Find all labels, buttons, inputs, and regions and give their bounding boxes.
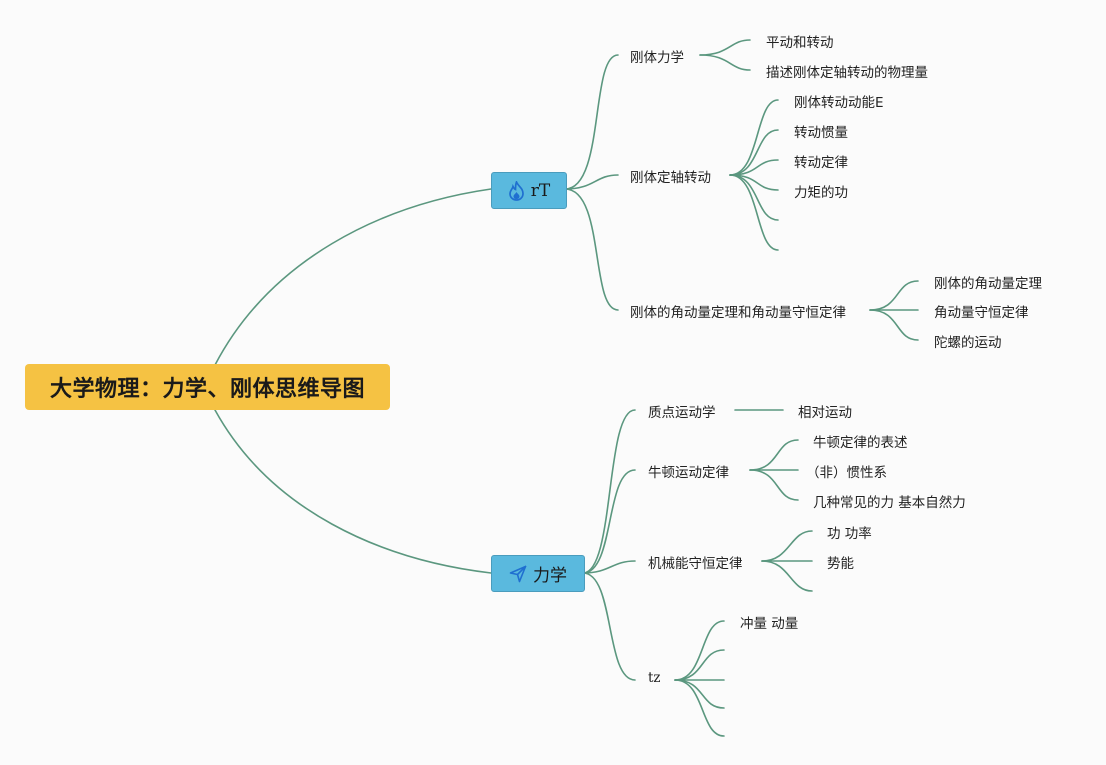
fire-icon bbox=[508, 180, 525, 201]
leaf-node[interactable]: 刚体转动动能E bbox=[794, 95, 884, 111]
leaf-node[interactable]: 转动定律 bbox=[794, 155, 848, 171]
topic-fixed-axis-rotation[interactable]: 刚体定轴转动 bbox=[630, 170, 711, 186]
leaf-node[interactable]: 牛顿定律的表述 bbox=[813, 435, 908, 451]
root-node[interactable]: 大学物理：力学、刚体思维导图 bbox=[25, 364, 390, 410]
leaf-node[interactable]: 刚体的角动量定理 bbox=[934, 276, 1042, 292]
branch-label-rt: rT bbox=[530, 180, 551, 201]
connector-root-rt bbox=[214, 188, 492, 366]
leaf-node[interactable]: 功 功率 bbox=[827, 526, 872, 542]
leaf-node[interactable]: 相对运动 bbox=[798, 405, 852, 421]
connector-lx-1 bbox=[582, 409, 636, 574]
connector-lx-3 bbox=[582, 560, 636, 574]
topic-energy-conservation[interactable]: 机械能守恒定律 bbox=[648, 556, 743, 572]
leaf-node[interactable]: 转动惯量 bbox=[794, 125, 848, 141]
leaf-node[interactable]: 角动量守恒定律 bbox=[934, 305, 1029, 321]
leaf-node[interactable]: 势能 bbox=[827, 556, 854, 572]
branch-node-lixue[interactable]: 力学 bbox=[491, 555, 585, 592]
root-title: 大学物理：力学、刚体思维导图 bbox=[49, 377, 365, 402]
connector-rt-3 bbox=[564, 188, 619, 311]
topic-newton-laws[interactable]: 牛顿运动定律 bbox=[648, 465, 729, 481]
leaf-node[interactable]: （非）惯性系 bbox=[806, 465, 887, 481]
leaf-node[interactable]: 几种常见的力 基本自然力 bbox=[813, 495, 966, 511]
branch-label-lixue: 力学 bbox=[533, 566, 567, 586]
leaf-node[interactable]: 冲量 动量 bbox=[740, 616, 799, 632]
topic-rigid-body-mechanics[interactable]: 刚体力学 bbox=[630, 50, 684, 66]
connector-rt-2 bbox=[564, 174, 619, 190]
leaf-node[interactable]: 平动和转动 bbox=[766, 35, 834, 51]
branch-node-rt[interactable]: rT bbox=[491, 172, 567, 209]
connector-root-lixue bbox=[214, 409, 492, 574]
connector-rt-1 bbox=[564, 54, 619, 190]
connector-lx-4 bbox=[582, 572, 636, 681]
leaf-node[interactable]: 陀螺的运动 bbox=[934, 335, 1002, 351]
connector-lx-2 bbox=[582, 469, 636, 574]
leaf-node[interactable]: 力矩的功 bbox=[794, 185, 848, 201]
leaf-node[interactable]: 描述刚体定轴转动的物理量 bbox=[766, 65, 928, 81]
topic-kinematics[interactable]: 质点运动学 bbox=[648, 405, 716, 421]
paper-plane-icon bbox=[509, 565, 527, 583]
topic-tz[interactable]: tz bbox=[648, 670, 661, 686]
topic-angular-momentum[interactable]: 刚体的角动量定理和角动量守恒定律 bbox=[630, 305, 846, 321]
